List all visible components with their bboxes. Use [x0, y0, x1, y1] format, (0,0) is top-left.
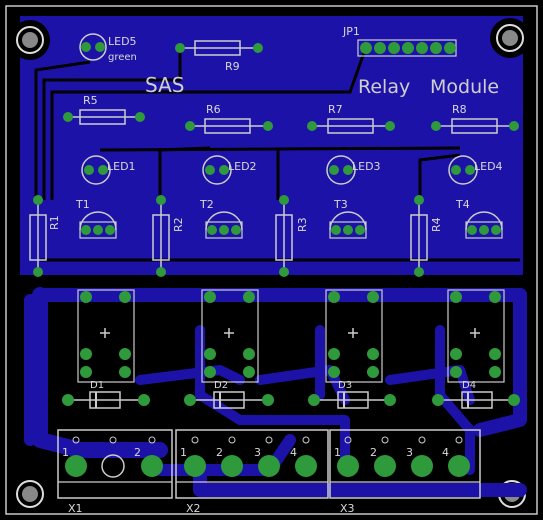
- transistor-t1: T1: [75, 198, 117, 239]
- x3-pin4: 4: [442, 446, 449, 459]
- led2-label: LED2: [228, 160, 257, 173]
- led3-label: LED3: [352, 160, 381, 173]
- copper-pour-top: [20, 16, 523, 275]
- x2-pin2: 2: [216, 446, 223, 459]
- led1: LED1: [81, 155, 136, 185]
- led4-label: LED4: [474, 160, 503, 173]
- r9-label: R9: [225, 60, 240, 73]
- board-title-relay: Relay: [358, 76, 410, 98]
- x2-pin4: 4: [290, 446, 297, 459]
- terminal-block-x3: 1 2 3 4 X3: [329, 429, 481, 515]
- t2-label: T2: [199, 198, 214, 211]
- led3: LED3: [326, 155, 381, 185]
- header-jp1: JP1: [342, 25, 457, 57]
- x3-pin1: 1: [334, 446, 341, 459]
- t1-label: T1: [75, 198, 90, 211]
- relay-3: [325, 289, 383, 383]
- board-title-left: SAS: [145, 73, 184, 97]
- resistor-r9: R9: [175, 40, 263, 73]
- resistor-r6: R6: [185, 103, 273, 134]
- mounting-hole-top-left: [16, 26, 44, 54]
- relay-1: [77, 289, 135, 383]
- transistor-t4: T4: [455, 198, 503, 239]
- t4-label: T4: [455, 198, 470, 211]
- led1-label: LED1: [107, 160, 136, 173]
- resistor-r8: R8: [431, 103, 519, 134]
- terminal-block-x2: 1 2 3 4 X2: [175, 429, 329, 515]
- resistor-r4: R4: [410, 195, 443, 277]
- x3-pin2: 2: [370, 446, 377, 459]
- r2-label: R2: [172, 217, 185, 232]
- x1-pin2: 2: [134, 446, 141, 459]
- diode-d1: D1: [62, 380, 150, 409]
- r7-label: R7: [328, 103, 343, 116]
- x1-label: X1: [68, 502, 83, 515]
- resistor-r5: R5: [63, 94, 145, 125]
- r6-label: R6: [206, 103, 221, 116]
- r1-label: R1: [48, 215, 61, 230]
- transistor-t3: T3: [329, 198, 367, 239]
- mounting-hole-top-right: [496, 24, 524, 52]
- led5: LED5 green: [79, 33, 137, 63]
- led2: LED2: [202, 155, 257, 185]
- x2-label: X2: [186, 502, 201, 515]
- relay-4: [447, 289, 505, 383]
- transistor-t2: T2: [199, 198, 243, 239]
- x2-pin3: 3: [254, 446, 261, 459]
- board-title-module: Module: [430, 76, 499, 98]
- d1-label: D1: [90, 380, 104, 391]
- led5-label: LED5: [108, 35, 137, 48]
- diode-d4: D4: [432, 380, 520, 409]
- board-outline: [5, 5, 538, 515]
- x3-label: X3: [340, 502, 355, 515]
- resistor-r7: R7: [307, 103, 395, 134]
- t3-label: T3: [333, 198, 348, 211]
- d3-label: D3: [338, 380, 352, 391]
- jp1-label: JP1: [342, 25, 360, 38]
- resistor-r1: R1: [29, 195, 61, 277]
- led5-color-label: green: [108, 52, 137, 63]
- led4: LED4: [448, 155, 503, 185]
- x1-pin1: 1: [62, 446, 69, 459]
- x3-pin3: 3: [406, 446, 413, 459]
- resistor-r3: R3: [275, 195, 309, 277]
- x2-pin1: 1: [180, 446, 187, 459]
- diode-d2: D2: [184, 380, 274, 409]
- terminal-block-x1: 1 2 X1: [57, 429, 173, 515]
- d2-label: D2: [214, 380, 228, 391]
- r3-label: R3: [296, 217, 309, 232]
- r4-label: R4: [430, 217, 443, 232]
- r5-label: R5: [83, 94, 98, 107]
- d4-label: D4: [462, 380, 476, 391]
- mounting-hole-bottom-left: [16, 480, 44, 508]
- resistor-r2: R2: [152, 195, 185, 277]
- r8-label: R8: [452, 103, 467, 116]
- relay-2: [201, 289, 259, 383]
- diode-d3: D3: [308, 380, 396, 409]
